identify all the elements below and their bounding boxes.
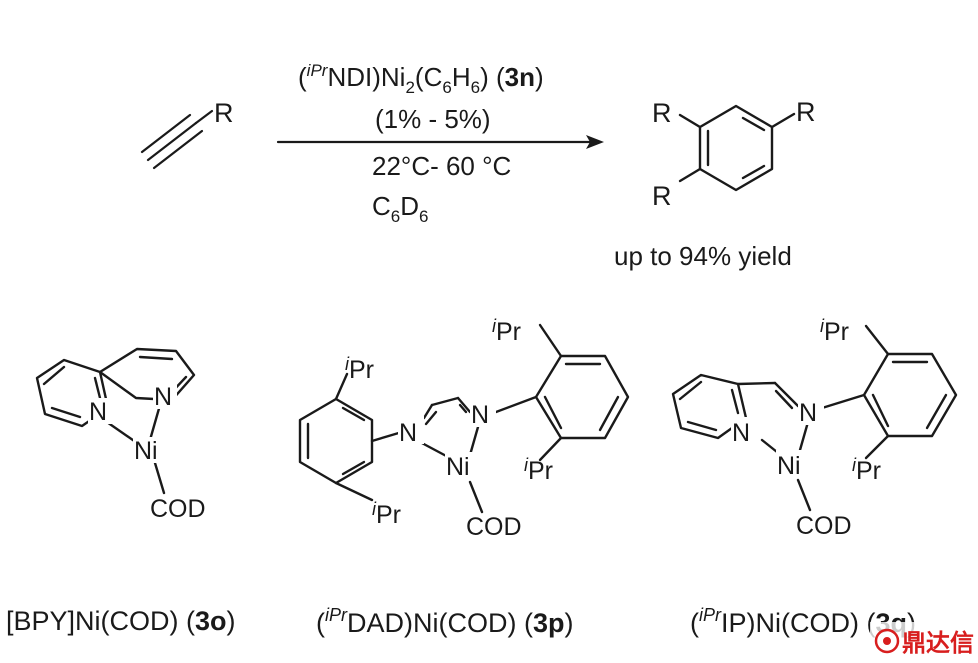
complex-3p-ni: Ni	[446, 453, 470, 481]
catalyst-formula: (iPrNDI)Ni2(C6H6) (3n)	[298, 61, 544, 97]
product-arene: R R R	[652, 97, 816, 211]
watermark-logo: 鼎达信	[870, 622, 978, 663]
catalyst-loading: (1% - 5%)	[375, 104, 491, 134]
reaction-arrow	[276, 135, 604, 149]
complex-3p-ipr-2: iPr	[372, 499, 401, 529]
complex-3o-ni: Ni	[134, 437, 158, 465]
complex-3p-cod: COD	[466, 513, 522, 541]
complex-3q-structure: N N Ni COD iPr iPr	[671, 316, 958, 540]
complex-3p-ipr-4: iPr	[524, 455, 553, 485]
complex-3q-n2: N	[799, 399, 817, 427]
product-r-label-2: R	[796, 97, 816, 127]
complex-3p-n2: N	[471, 401, 489, 429]
complex-3q-ipr-1: iPr	[820, 316, 849, 346]
complex-3p-ipr-1: iPr	[345, 354, 374, 384]
reactant-r-label: R	[214, 98, 234, 128]
watermark-seal-icon	[874, 628, 900, 654]
complex-3q-ipr-2: iPr	[852, 455, 881, 485]
solvent-condition: C6D6	[372, 191, 429, 226]
alkyne-reactant: R	[140, 98, 234, 170]
complex-3o-structure: N N Ni COD	[35, 347, 206, 523]
complex-3p-n1: N	[399, 419, 417, 447]
watermark-text: 鼎达信	[902, 629, 974, 657]
temperature-condition: 22°C- 60 °C	[372, 151, 511, 181]
complex-3q-ni: Ni	[777, 452, 801, 480]
complex-3o-n1: N	[89, 398, 107, 426]
caption-3o: [BPY]Ni(COD) (3o)	[6, 606, 236, 636]
complex-3p-structure: N N Ni COD iPr iPr iPr iPr	[298, 316, 630, 541]
yield-text: up to 94% yield	[614, 241, 792, 271]
product-r-label-3: R	[652, 181, 672, 211]
complex-3o-n2: N	[154, 383, 172, 411]
complex-3q-cod: COD	[796, 512, 852, 540]
complex-3q-n1: N	[732, 419, 750, 447]
complex-3o-cod: COD	[150, 495, 206, 523]
complex-3p-ipr-3: iPr	[492, 316, 521, 346]
caption-3p: (iPrDAD)Ni(COD) (3p)	[316, 605, 573, 638]
product-r-label-1: R	[652, 98, 672, 128]
